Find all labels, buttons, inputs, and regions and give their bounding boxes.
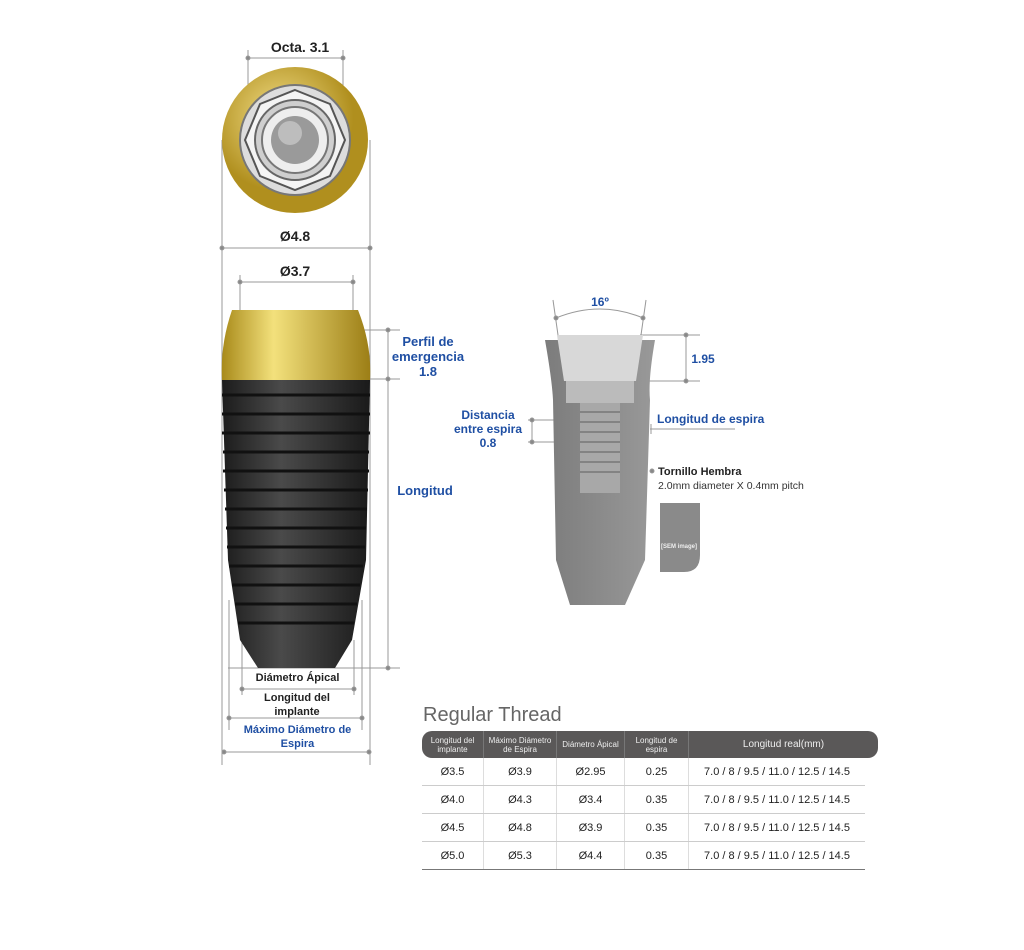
table-cell: Ø4.8	[484, 814, 557, 841]
table-cell: Ø3.9	[557, 814, 625, 841]
table-cell: Ø4.0	[422, 786, 484, 813]
screw-title: Tornillo Hembra	[658, 466, 742, 478]
table-cell: 7.0 / 8 / 9.5 / 11.0 / 12.5 / 14.5	[704, 765, 850, 778]
table-cell: Ø4.5	[422, 814, 484, 841]
length-label: Longitud	[397, 483, 453, 498]
outer-diameter-label: Ø4.8	[279, 228, 311, 244]
header-cell: Longitud de espira	[625, 731, 689, 758]
max-thread-diameter-label: Máximo Diámetro de Espira	[243, 724, 352, 750]
sem-label: [SEM image]	[661, 544, 698, 550]
side-view-image	[221, 310, 371, 668]
table-cell: Ø3.4	[557, 786, 625, 813]
table-cell: 0.35	[625, 842, 689, 869]
platform-diameter-label: Ø3.7	[279, 263, 311, 279]
table-cell: 0.25	[625, 758, 689, 785]
cross-section-image	[545, 335, 700, 605]
thread-distance-label: Distancia entre espira 0.8	[453, 408, 523, 450]
top-view-image	[222, 67, 368, 213]
header-cell: Longitud real(mm)	[742, 739, 825, 750]
table-cell: 0.35	[625, 786, 689, 813]
header-cell: Longitud del implante	[422, 731, 484, 758]
table-cell: Ø4.3	[484, 786, 557, 813]
table-cell: Ø3.9	[484, 758, 557, 785]
table-title: Regular Thread	[423, 704, 562, 726]
table-cell: Ø5.0	[422, 842, 484, 869]
sem-image	[660, 503, 700, 572]
screw-spec: 2.0mm diameter X 0.4mm pitch	[658, 480, 804, 492]
table-header: Longitud del implante Máximo Diámetro de…	[422, 731, 878, 758]
table-cell: Ø5.3	[484, 842, 557, 869]
table-cell: Ø3.5	[422, 758, 484, 785]
table-cell: Ø4.4	[557, 842, 625, 869]
depth-label: 1.95	[691, 352, 715, 366]
table-cell: 0.35	[625, 814, 689, 841]
table-cell: Ø2.95	[557, 758, 625, 785]
apical-diameter-label: Diámetro Ápical	[255, 672, 340, 684]
table-cell: 7.0 / 8 / 9.5 / 11.0 / 12.5 / 14.5	[704, 821, 850, 834]
thread-length-label: Longitud de espira	[657, 412, 765, 426]
emergence-profile-label: Perfil de emergencia 1.8	[391, 334, 465, 379]
octa-label: Octa. 3.1	[270, 39, 330, 55]
header-cell: Máximo Diámetro de Espira	[484, 731, 557, 758]
angle-label: 16º	[591, 295, 609, 309]
table-cell: 7.0 / 8 / 9.5 / 11.0 / 12.5 / 14.5	[704, 849, 850, 862]
implant-length-label: Longitud del implante	[264, 692, 330, 718]
header-cell: Diámetro Ápical	[557, 731, 625, 758]
table-cell: 7.0 / 8 / 9.5 / 11.0 / 12.5 / 14.5	[704, 793, 850, 806]
